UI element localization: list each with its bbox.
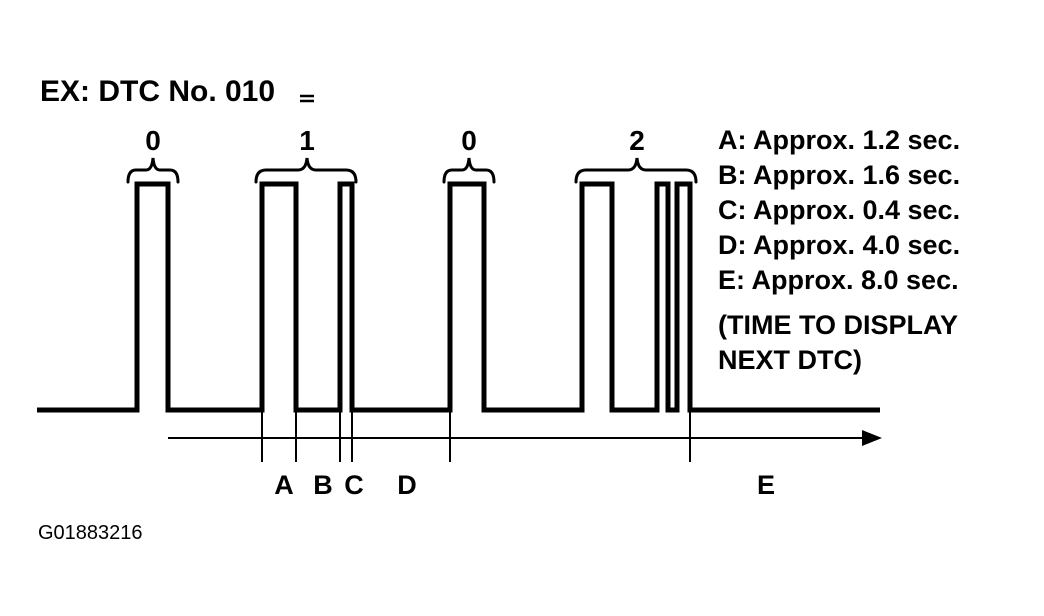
- interval-label-b: B: [313, 470, 333, 500]
- pulse-waveform: [37, 181, 880, 413]
- digit-brace-1: [254, 157, 358, 184]
- legend-line: D: Approx. 4.0 sec.: [718, 230, 960, 260]
- title-equals-mark: [300, 94, 314, 103]
- digit-label: 0: [145, 125, 161, 156]
- interval-ticks: [261, 412, 691, 462]
- legend-line: A: Approx. 1.2 sec.: [718, 125, 960, 155]
- digit-brace-2: [574, 157, 698, 184]
- legend-line: C: Approx. 0.4 sec.: [718, 195, 960, 225]
- diagram-title: EX: DTC No. 010: [40, 75, 275, 108]
- figure-id: G01883216: [38, 522, 143, 544]
- timing-legend: A: Approx. 1.2 sec. B: Approx. 1.6 sec. …: [718, 125, 960, 375]
- interval-label-a: A: [274, 470, 294, 500]
- interval-label-c: C: [344, 470, 364, 500]
- legend-line: NEXT DTC): [718, 345, 862, 375]
- legend-line: (TIME TO DISPLAY: [718, 310, 958, 340]
- digit-label: 2: [629, 125, 645, 156]
- time-axis-arrowhead: [862, 430, 882, 446]
- interval-label-d: D: [397, 470, 417, 500]
- legend-line: E: Approx. 8.0 sec.: [718, 265, 959, 295]
- digit-label: 0: [461, 125, 477, 156]
- digit-brace-0: [126, 157, 180, 184]
- digit-brace-0b: [442, 157, 496, 184]
- digit-label: 1: [299, 125, 315, 156]
- legend-line: B: Approx. 1.6 sec.: [718, 160, 960, 190]
- interval-label-e: E: [757, 470, 775, 500]
